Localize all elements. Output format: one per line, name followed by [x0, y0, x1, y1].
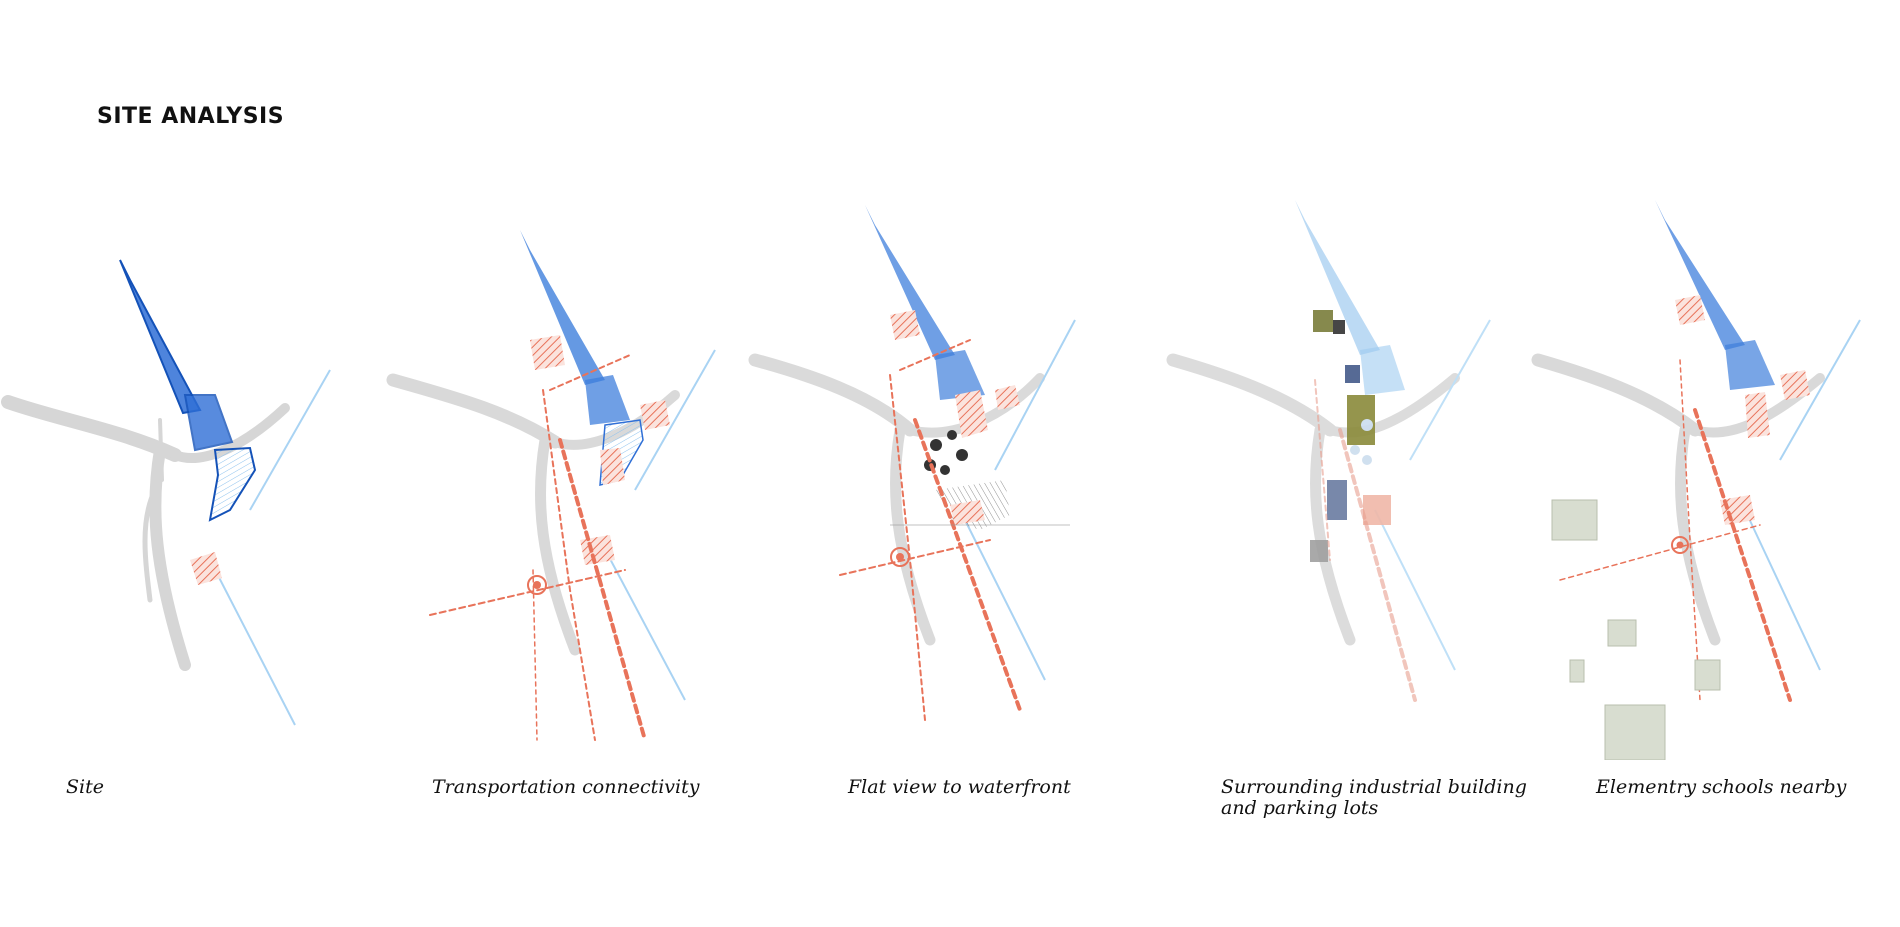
hatched-parcel: [190, 552, 222, 585]
school-sites: [1551, 499, 1721, 760]
caption-waterfront: Flat view to waterfront: [848, 776, 1071, 798]
caption-industrial: Surrounding industrial building and park…: [1221, 776, 1527, 819]
site-parcel-middle: [183, 394, 234, 452]
waterfront-map: [748, 205, 1076, 721]
site-map: [1, 259, 331, 726]
panel-schools: [1530, 180, 1890, 760]
transportation-map: [386, 230, 716, 742]
site-parcel-south: [208, 446, 257, 522]
panel-site: [0, 180, 360, 760]
tree-dots: [924, 430, 968, 475]
panel-waterfront: [740, 180, 1100, 760]
schools-map: [1531, 200, 1861, 760]
waterfront-lines: [209, 369, 331, 726]
transit-stop-icon: [527, 575, 547, 595]
industrial-map: [1166, 200, 1491, 702]
buildings: [1310, 310, 1391, 562]
caption-site: Site: [66, 776, 104, 798]
transit-lines: [429, 354, 647, 742]
page-title: SITE ANALYSIS: [97, 104, 285, 129]
panel-industrial: [1165, 180, 1525, 760]
panel-transportation: [385, 180, 745, 760]
caption-schools: Elementry schools nearby: [1596, 776, 1847, 798]
caption-transportation: Transportation connectivity: [432, 776, 700, 798]
